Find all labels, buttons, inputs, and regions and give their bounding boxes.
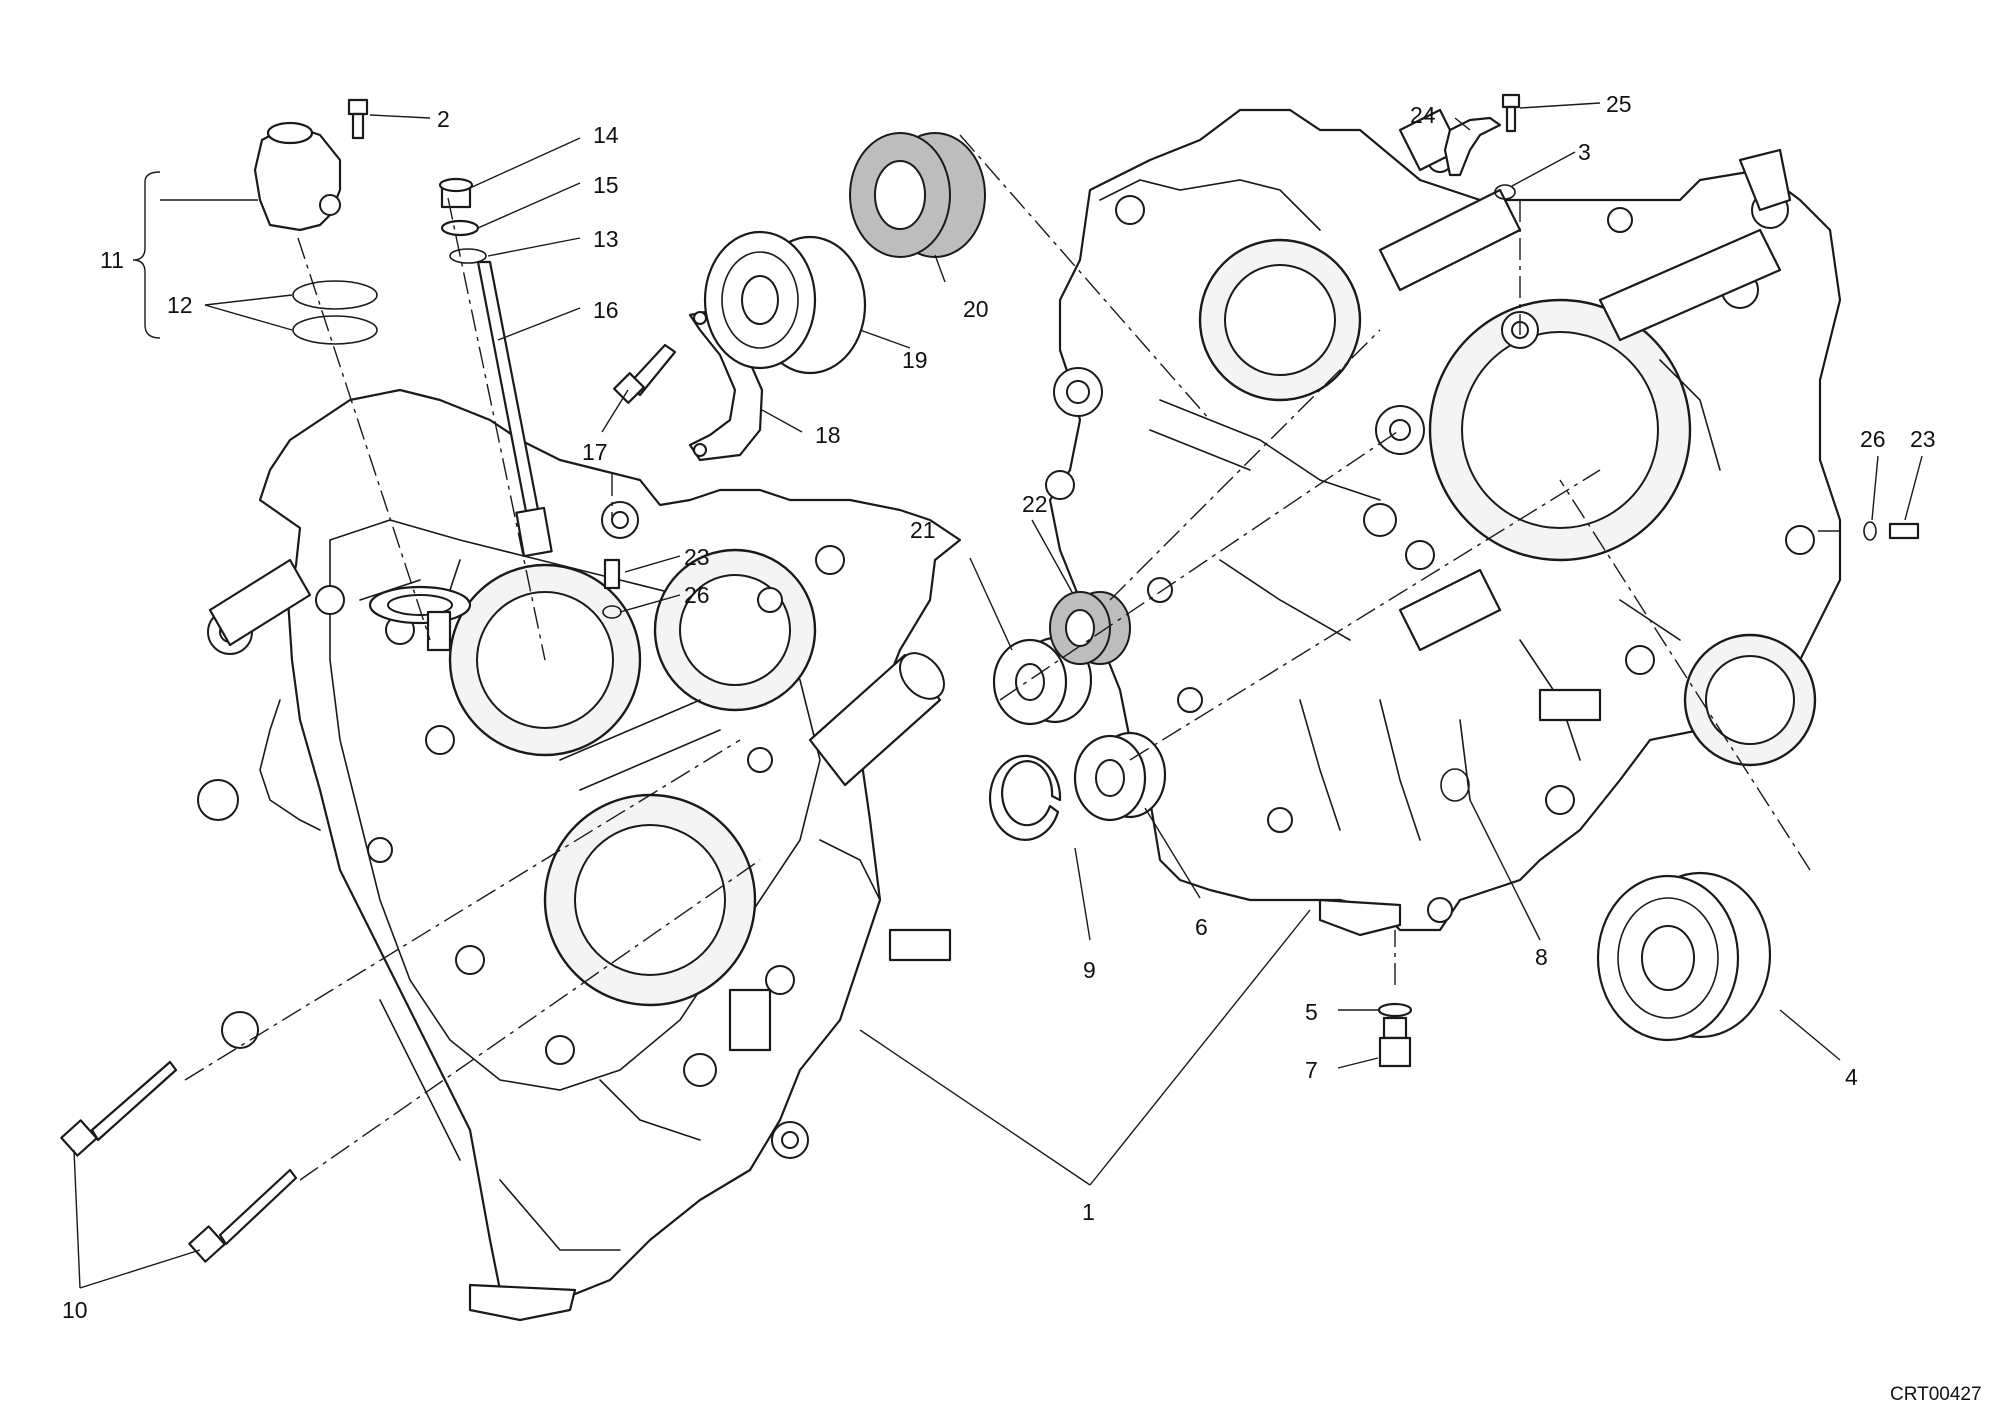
callout-9: 9 <box>1083 957 1096 983</box>
callout-14: 14 <box>593 122 619 148</box>
callout-15: 15 <box>593 172 619 198</box>
oil-pipe-assembly <box>438 177 553 558</box>
callout-18: 18 <box>815 422 841 448</box>
callout-19: 19 <box>902 347 928 373</box>
callout-11: 11 <box>100 247 124 273</box>
callout-23a: 23 <box>684 544 710 570</box>
callout-22: 22 <box>1022 491 1048 517</box>
bearing-6 <box>1073 731 1167 822</box>
callout-12: 12 <box>167 292 193 318</box>
bolt-17 <box>613 343 677 404</box>
left-crankcase-half <box>197 388 962 1322</box>
seal-20 <box>849 132 986 258</box>
ring-26-right <box>1863 521 1877 541</box>
callout-8: 8 <box>1535 944 1548 970</box>
drain-plug-7 <box>1378 1016 1412 1068</box>
right-crankcase-half <box>1045 108 1842 937</box>
bearing-4 <box>1596 871 1772 1042</box>
assembly-axes <box>184 134 1840 1181</box>
callout-5: 5 <box>1305 999 1318 1025</box>
oil-breather-cover <box>253 121 342 232</box>
callout-16: 16 <box>593 297 619 323</box>
callout-26b: 26 <box>1860 426 1886 452</box>
washer-3 <box>1494 184 1516 200</box>
callout-2: 2 <box>437 106 450 132</box>
callout-labels: 1 2 3 4 5 6 7 8 9 10 11 12 13 14 15 16 1… <box>62 91 1982 1405</box>
callout-20: 20 <box>963 296 989 322</box>
bolts-10 <box>60 1060 298 1263</box>
screw-2 <box>347 98 369 140</box>
callout-25: 25 <box>1606 91 1632 117</box>
bearing-21 <box>992 636 1093 726</box>
callout-10: 10 <box>62 1297 88 1323</box>
screw-25 <box>1501 93 1521 133</box>
callout-7: 7 <box>1305 1057 1318 1083</box>
dowel-23-left <box>603 558 621 590</box>
callout-21: 21 <box>910 517 936 543</box>
o-rings <box>292 280 378 345</box>
bearing-19 <box>703 230 867 375</box>
callout-4: 4 <box>1845 1064 1858 1090</box>
callout-24: 24 <box>1410 102 1436 128</box>
seal-22 <box>1049 591 1131 665</box>
o-ring-8 <box>1440 768 1470 802</box>
callout-26a: 26 <box>684 582 710 608</box>
pipe-24 <box>1443 116 1502 177</box>
washer-5 <box>1377 1002 1413 1018</box>
callout-6: 6 <box>1195 914 1208 940</box>
leader-lines <box>73 102 1923 1289</box>
callout-17: 17 <box>582 439 608 465</box>
diagram-code: CRT00427 <box>1890 1384 1982 1405</box>
callout-23b: 23 <box>1910 426 1936 452</box>
circlip-9 <box>988 754 1062 841</box>
callout-1: 1 <box>1082 1199 1095 1225</box>
callout-3: 3 <box>1578 139 1591 165</box>
dowel-23-right <box>1888 522 1920 540</box>
callout-13: 13 <box>593 226 619 252</box>
